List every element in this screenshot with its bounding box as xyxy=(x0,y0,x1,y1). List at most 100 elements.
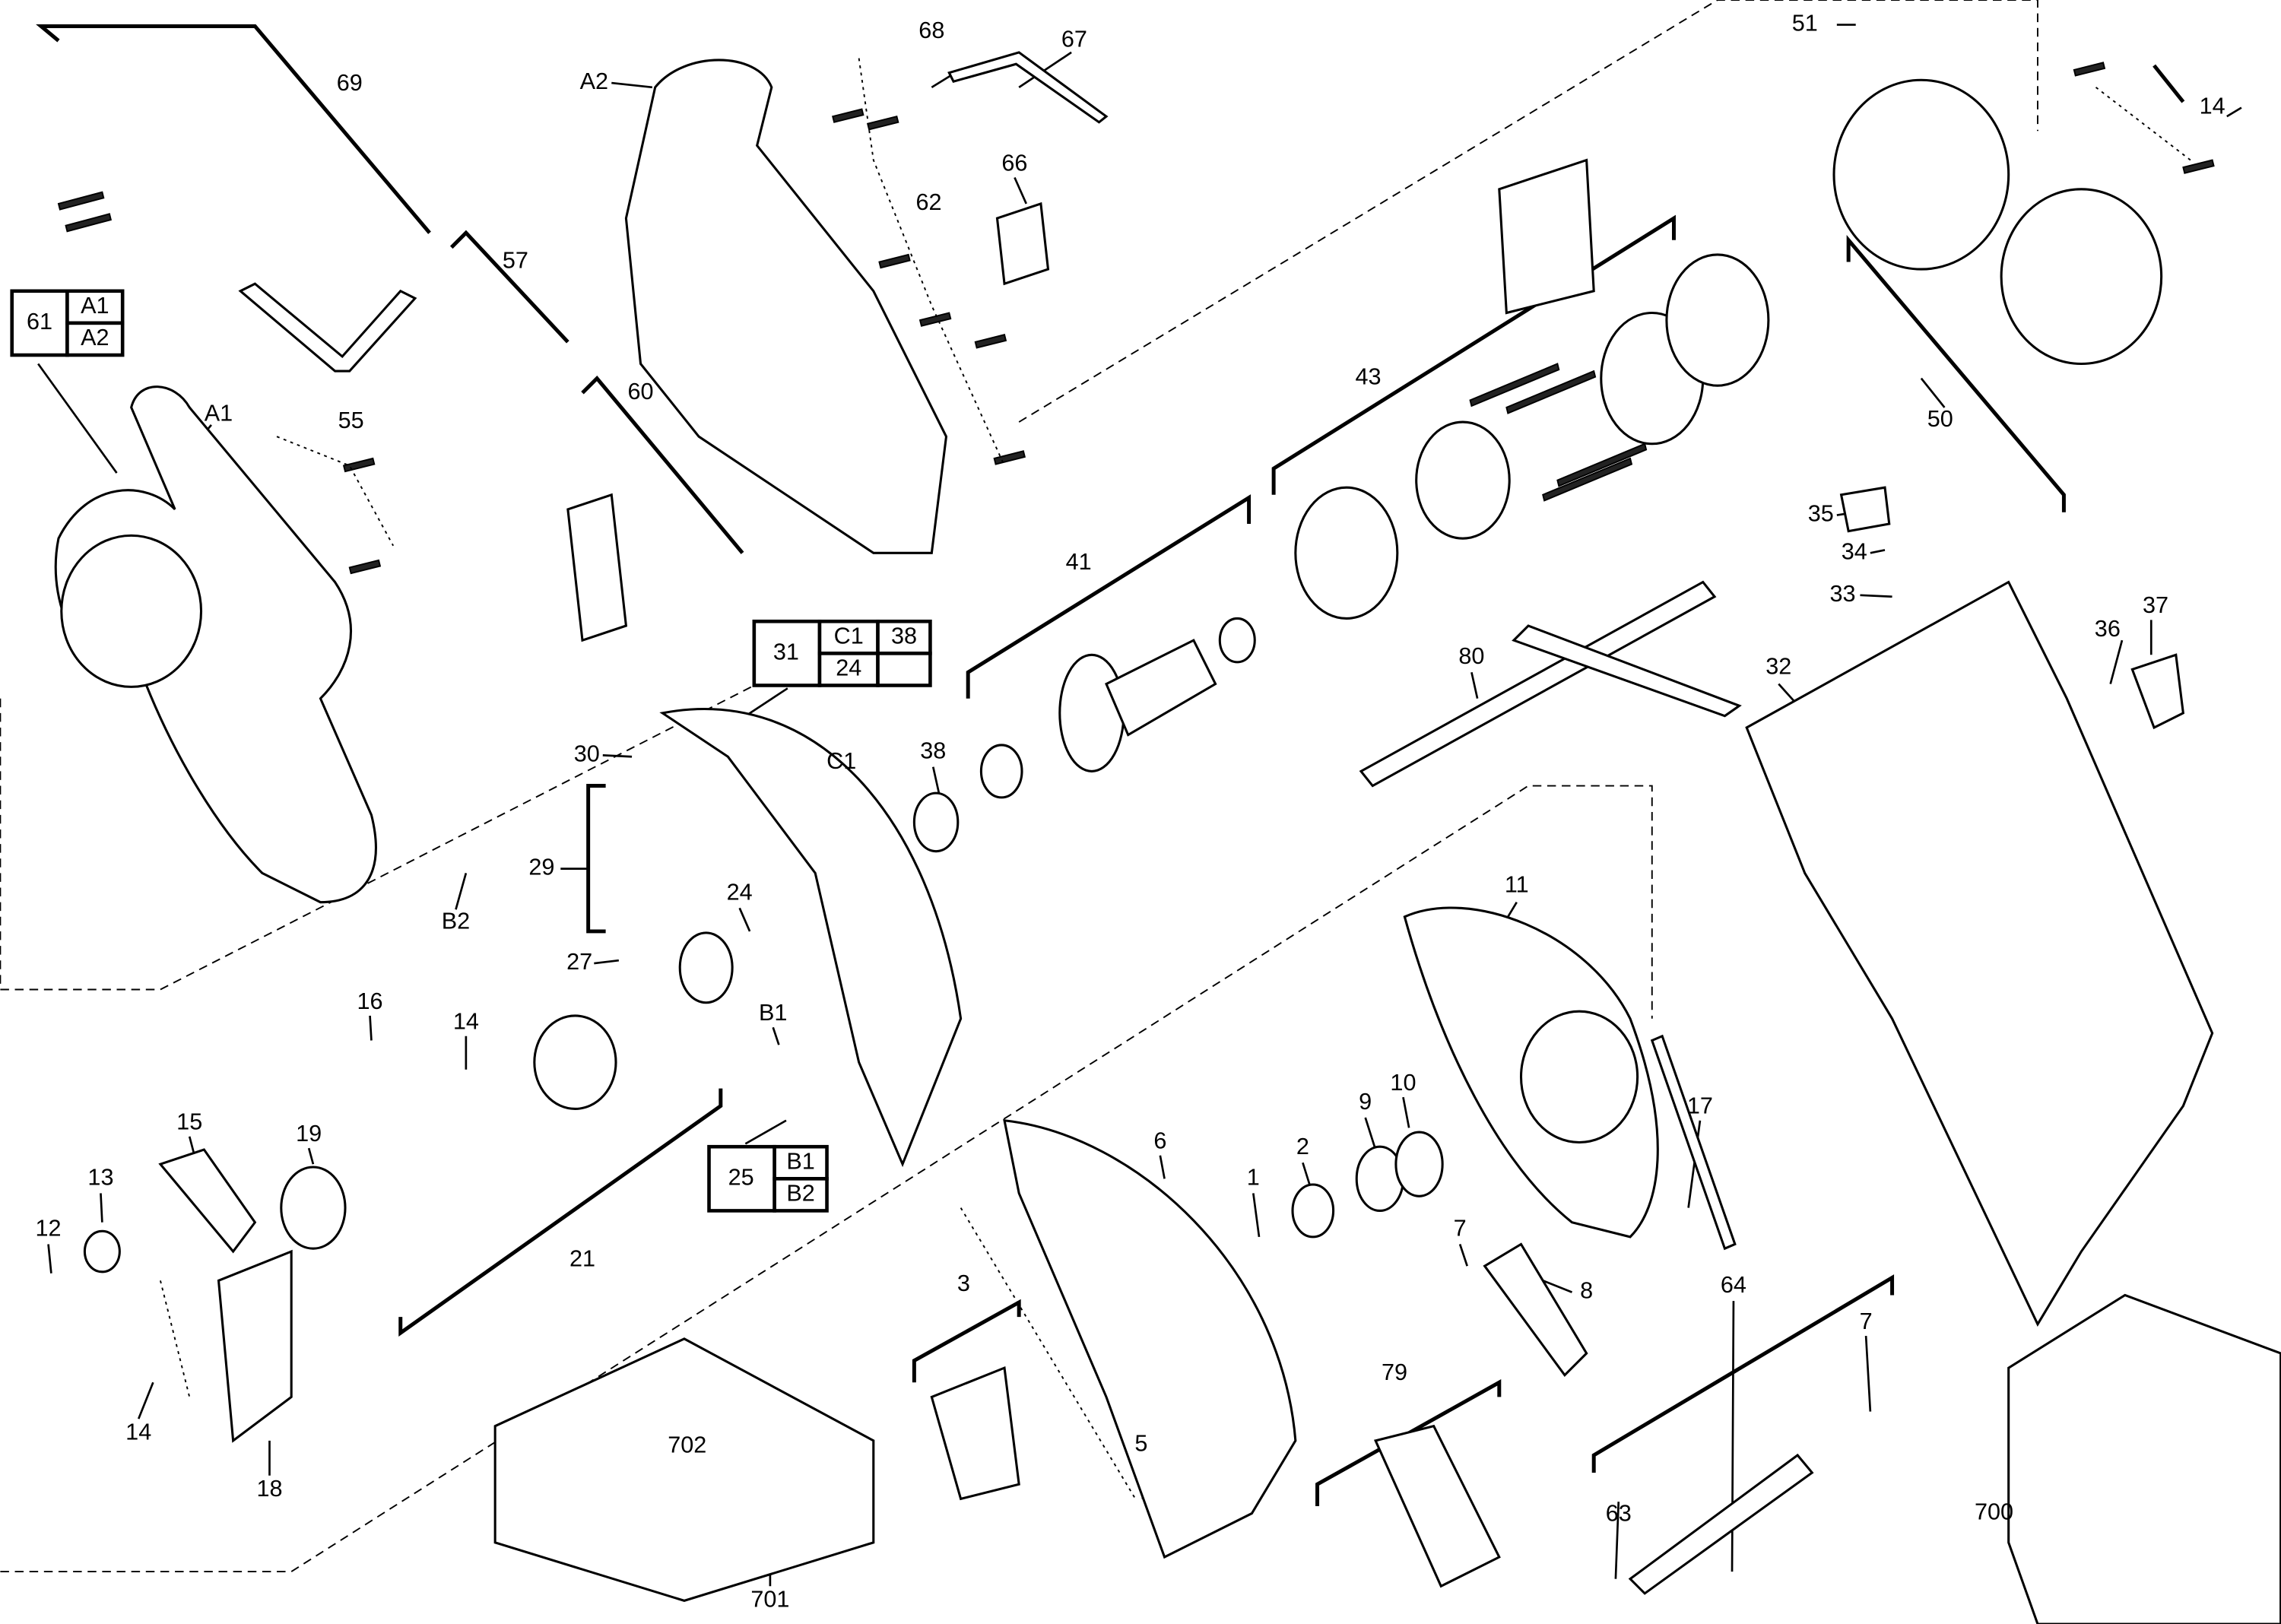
end-plate xyxy=(1665,253,1770,387)
motor-cover-50 xyxy=(1832,78,2010,271)
callout: 79 xyxy=(1382,1359,1407,1385)
bracket-64 xyxy=(1591,1274,1895,1473)
kit-cell: B2 xyxy=(786,1180,814,1206)
kit-cell: 38 xyxy=(891,623,917,649)
callout: 21 xyxy=(569,1246,595,1272)
callout: 80 xyxy=(1458,643,1484,669)
bracket-50 xyxy=(1846,235,2066,512)
shaft-17 xyxy=(1650,1034,1737,1251)
callout: 14 xyxy=(453,1009,479,1035)
dust-port-79 xyxy=(1373,1424,1501,1588)
callout: 51 xyxy=(1792,11,1818,36)
callout: B2 xyxy=(442,909,470,934)
callout: 7 xyxy=(1454,1215,1467,1241)
callout: 12 xyxy=(36,1215,62,1241)
callout: 68 xyxy=(918,17,944,43)
plate-18 xyxy=(217,1249,293,1443)
callout: 702 xyxy=(668,1432,706,1458)
callout: 3 xyxy=(957,1270,970,1296)
bracket-14-top xyxy=(2153,64,2185,103)
group-outline-bottom xyxy=(0,785,1653,1573)
bracket-60 xyxy=(581,375,744,554)
bearing-41b xyxy=(1218,617,1256,664)
fan-housing-50 xyxy=(2000,188,2163,366)
bracket-29 xyxy=(586,784,606,934)
callout: 67 xyxy=(1061,27,1087,52)
callout: 50 xyxy=(1927,406,1953,432)
o-ring-38 xyxy=(912,791,960,853)
washer-13 xyxy=(83,1229,121,1274)
flange-2 xyxy=(1291,1183,1335,1239)
shield-66 xyxy=(995,201,1050,286)
wrench-67 xyxy=(947,51,1109,124)
callout: 8 xyxy=(1580,1278,1593,1304)
callout: 700 xyxy=(1975,1499,2013,1525)
callout: 2 xyxy=(1296,1134,1309,1159)
callout: 69 xyxy=(337,70,363,96)
kit-box-61: 61 A1 A2 xyxy=(10,289,125,357)
callout: A1 xyxy=(205,401,233,427)
callout: 17 xyxy=(1687,1093,1713,1119)
electronics-board xyxy=(1498,158,1595,315)
callout: 64 xyxy=(1721,1272,1746,1298)
lever-8 xyxy=(1483,1242,1588,1378)
callout: 13 xyxy=(87,1164,113,1190)
gear-24 xyxy=(678,931,734,1004)
callout: 34 xyxy=(1842,538,1867,564)
callout: 16 xyxy=(357,988,383,1014)
bracket-43 xyxy=(1271,214,1676,495)
motor-ring-a1 xyxy=(60,534,203,688)
brush-holder-43 xyxy=(1415,420,1511,540)
callout: 14 xyxy=(2200,94,2225,119)
armature-fan-41 xyxy=(1058,653,1125,772)
blade-insert-3 xyxy=(930,1365,1020,1501)
callout: 11 xyxy=(1505,872,1529,898)
group-outline-left xyxy=(0,683,758,991)
callout: 60 xyxy=(628,379,654,404)
spindle-lock-64 xyxy=(1628,1453,1814,1595)
callout: C1 xyxy=(826,748,856,774)
screw-axis-lines xyxy=(160,58,2191,1499)
gearbox-21 xyxy=(533,1014,617,1110)
callout: 24 xyxy=(727,879,753,905)
callout: 9 xyxy=(1359,1089,1372,1115)
bearing-41a xyxy=(979,744,1023,799)
kit-cell: B1 xyxy=(786,1148,814,1174)
callout-labels: 69 57 60 A1 55 A2 68 67 66 62 51 14 50 4… xyxy=(36,11,2225,1613)
callout: 57 xyxy=(503,248,528,274)
armature-41 xyxy=(1105,639,1217,737)
callout: 5 xyxy=(1134,1431,1147,1457)
callout: 43 xyxy=(1356,364,1382,390)
bracket-21 xyxy=(398,1088,723,1337)
callout: 1 xyxy=(1247,1164,1260,1190)
callout: 27 xyxy=(566,949,592,975)
callout: 14 xyxy=(125,1419,151,1445)
callout: 55 xyxy=(338,408,364,433)
upper-guard-6 xyxy=(1003,1119,1297,1559)
callout: 15 xyxy=(176,1109,202,1135)
callout: 36 xyxy=(2095,616,2121,642)
fence-arm-80 xyxy=(1512,624,1742,718)
bracket-3 xyxy=(912,1299,1021,1383)
switch-60 xyxy=(566,493,628,642)
group-outline-main xyxy=(1018,0,2038,423)
callout: 33 xyxy=(1829,581,1855,607)
callout: 10 xyxy=(1390,1070,1416,1096)
callout: 41 xyxy=(1066,549,1092,575)
kit-box-25: 25 B1 B2 xyxy=(707,1144,829,1213)
callout: 66 xyxy=(1001,150,1027,176)
kit-number: 61 xyxy=(27,309,52,335)
kit-cell: C1 xyxy=(834,623,864,649)
ring-19 xyxy=(280,1166,347,1250)
kit-box-31: 31 C1 38 24 xyxy=(752,619,932,687)
callout: A2 xyxy=(580,68,608,94)
kit-number: 25 xyxy=(728,1164,754,1190)
circlip-10 xyxy=(1394,1131,1444,1197)
kit-cell: 24 xyxy=(836,655,861,681)
kit-number: 31 xyxy=(773,639,799,665)
callout: 37 xyxy=(2143,592,2168,618)
callout: 18 xyxy=(256,1476,282,1502)
callout: 62 xyxy=(915,189,941,215)
case-700 xyxy=(2007,1293,2281,1624)
